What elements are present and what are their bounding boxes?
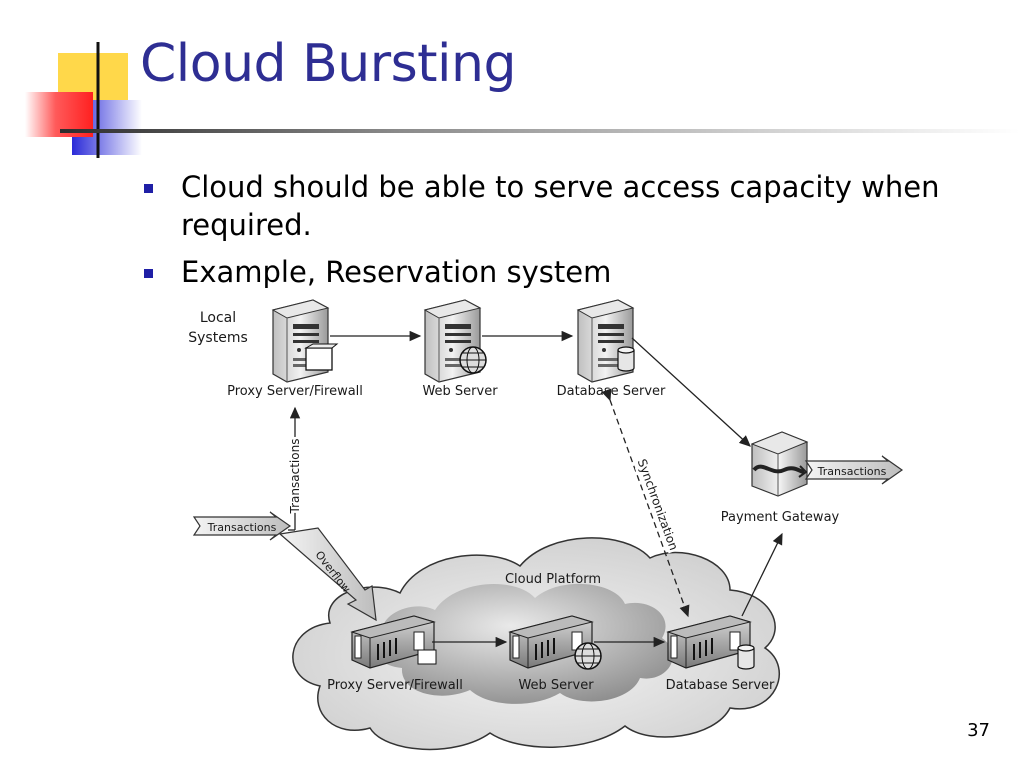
bullet-text: Cloud should be able to serve access cap… [181, 170, 940, 242]
payment-gateway-label: Payment Gateway [721, 510, 840, 525]
cloud-bursting-diagram: Cloud Platform Local Systems Proxy Serve… [188, 299, 904, 751]
local-systems-label-2: Systems [188, 330, 248, 346]
page-number: 37 [967, 720, 990, 741]
incoming-transactions-arrow: Transactions [192, 511, 292, 541]
incoming-transactions-label: Transactions [207, 521, 277, 534]
local-database-label: Database Server [557, 384, 666, 399]
bullet-item: Example, Reservation system [140, 253, 1000, 291]
local-web-label: Web Server [422, 384, 498, 399]
cloud-database-to-gateway-arrow [741, 532, 783, 617]
title-decoration [25, 42, 142, 158]
bullet-list: Cloud should be able to serve access cap… [140, 168, 1000, 300]
cloud-proxy-label: Proxy Server/Firewall [327, 678, 463, 693]
synchronization-label: Synchronization [635, 457, 681, 552]
payment-gateway-icon [750, 431, 809, 497]
bullet-square-icon [144, 184, 153, 193]
slide-title: Cloud Bursting [140, 34, 516, 94]
bullet-square-icon [144, 269, 153, 278]
local-proxy-label: Proxy Server/Firewall [227, 384, 363, 399]
vertical-transactions-label: Transactions [288, 439, 302, 515]
local-proxy-server-icon [272, 299, 339, 383]
synchronization-arrow [601, 388, 690, 618]
cloud-database-label: Database Server [666, 678, 775, 693]
cloud-web-label: Web Server [518, 678, 594, 693]
local-database-server-icon [577, 299, 635, 383]
cloud-platform-label: Cloud Platform [505, 572, 601, 587]
outgoing-transactions-label: Transactions [817, 465, 887, 478]
local-web-server-icon [424, 299, 487, 383]
local-systems-label: Local [200, 310, 236, 326]
title-rule [60, 129, 1020, 133]
cloud-proxy-server-icon [351, 615, 437, 669]
database-to-gateway-arrow [631, 337, 751, 447]
bullet-item: Cloud should be able to serve access cap… [140, 168, 1000, 244]
overflow-arrow: Overflow [278, 527, 377, 622]
outgoing-transactions-arrow: Transactions [804, 455, 904, 485]
bullet-text: Example, Reservation system [181, 255, 612, 289]
